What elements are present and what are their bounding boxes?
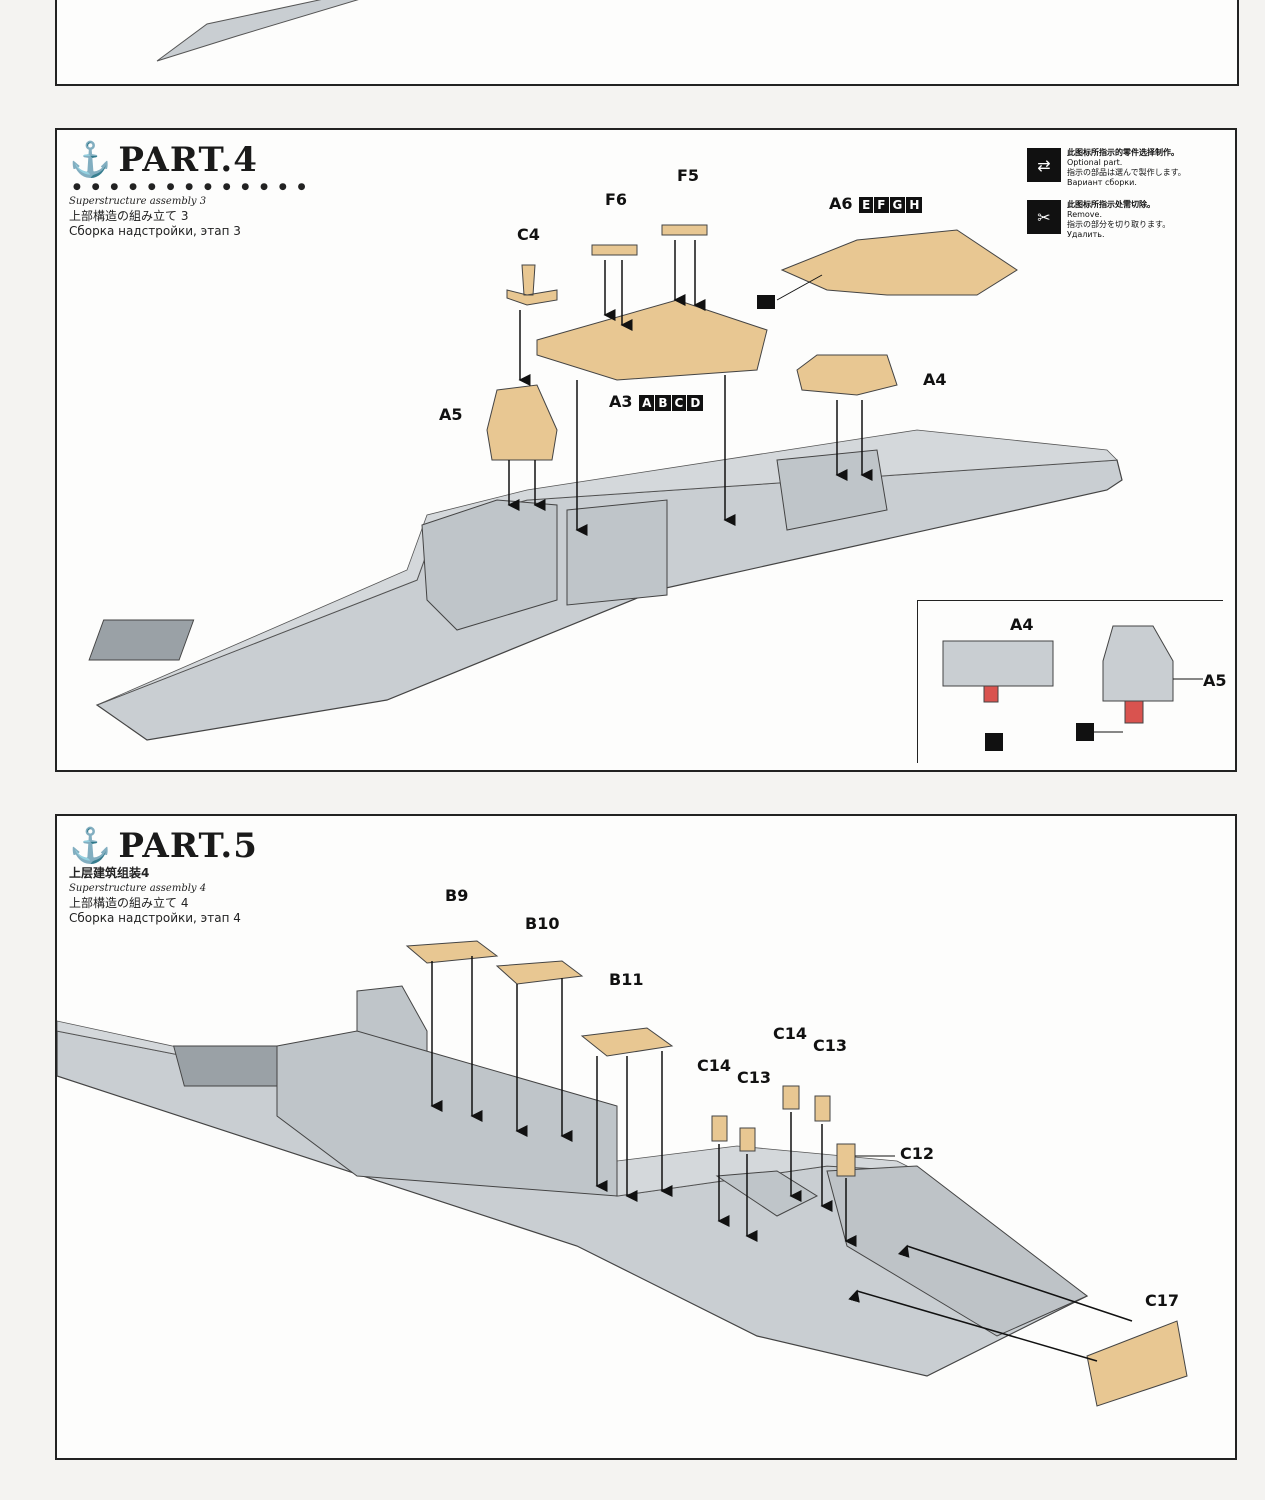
superstructure-mid xyxy=(276,1030,618,1197)
part5-subtitle-jp: 上部構造の組み立て 4 xyxy=(69,896,189,910)
vls-grid-part5 xyxy=(172,1045,295,1087)
optional-marker xyxy=(757,295,775,309)
label-f5: F5 xyxy=(677,166,700,185)
legend-optional: ⇄ 此图标所指示的零件选择制作。 Optional part. 指示の部品は選ん… xyxy=(1027,148,1227,188)
part4-subtitle-jp: 上部構造の組み立て 3 xyxy=(69,209,189,223)
part-b10 xyxy=(495,960,584,985)
legend-remove-jp: 指示の部分を切り取ります。 xyxy=(1067,220,1171,229)
inset-label-a4: A4 xyxy=(1010,615,1034,634)
label-a4: A4 xyxy=(923,370,947,389)
inset-a4-cut xyxy=(983,685,999,703)
label-b11: B11 xyxy=(609,970,644,989)
part-c13b xyxy=(814,1095,831,1122)
part-b11 xyxy=(580,1027,674,1057)
label-c13a: C13 xyxy=(737,1068,772,1087)
part5-subtitle-ru: Сборка надстройки, этап 4 xyxy=(69,911,241,925)
part5-drawing xyxy=(57,940,1188,1407)
label-a5: A5 xyxy=(439,405,463,424)
part-a5 xyxy=(486,384,558,461)
detail-inset: A4 A5 xyxy=(917,600,1227,763)
part-a4 xyxy=(796,354,898,396)
label-c17: C17 xyxy=(1145,1291,1180,1310)
part-c17 xyxy=(1086,1320,1188,1407)
part-c14a xyxy=(711,1115,728,1142)
optional-arrows-icon: ⇄ xyxy=(1027,148,1061,182)
inset-a4-part xyxy=(942,640,1054,687)
mid-block xyxy=(566,499,668,606)
inset-a5-cut xyxy=(1124,700,1144,724)
anchor-icon: ⚓ xyxy=(69,826,113,866)
part-c14b xyxy=(782,1085,800,1110)
opt-e: E xyxy=(859,197,874,213)
legend-optional-en: Optional part. xyxy=(1067,158,1123,167)
opt-g: G xyxy=(889,197,906,213)
legend-optional-cn: 此图标所指示的零件选择制作。 xyxy=(1067,148,1179,157)
part5-subtitle-en: Superstructure assembly 4 xyxy=(69,883,207,894)
stern-deck xyxy=(826,1165,1088,1337)
label-b10: B10 xyxy=(525,914,560,933)
part5-title: ⚓ PART.5 xyxy=(69,826,258,866)
legend-optional-ru: Вариант сборки. xyxy=(1067,178,1137,187)
legend: ⇄ 此图标所指示的零件选择制作。 Optional part. 指示の部品は選ん… xyxy=(1027,148,1227,252)
inset-cutter-right xyxy=(1076,723,1094,741)
part-a3 xyxy=(536,299,768,381)
vls-grid-fore xyxy=(88,619,195,661)
part4-title: ⚓ PART.4 xyxy=(69,140,309,180)
part-a6 xyxy=(780,229,1018,296)
legend-optional-jp: 指示の部品は選んで製作します。 xyxy=(1067,168,1186,177)
legend-remove: ✂ 此图标所指示处需切除。 Remove. 指示の部分を切り取ります。 Удал… xyxy=(1027,200,1227,240)
dots-divider: ● ● ● ● ● ● ● ● ● ● ● ● ● xyxy=(73,182,310,192)
part5-panel: ⚓ PART.5 上层建筑组装4 Superstructure assembly… xyxy=(55,814,1237,1460)
opt-b: B xyxy=(655,395,671,411)
label-c12: C12 xyxy=(900,1144,935,1163)
part-c4 xyxy=(506,264,558,306)
part5-header: ⚓ PART.5 上层建筑组装4 Superstructure assembly… xyxy=(69,826,258,926)
label-a3-text: A3 xyxy=(609,392,633,411)
label-c4: C4 xyxy=(517,225,540,244)
leader-a6 xyxy=(776,274,823,301)
inset-a5-part xyxy=(1102,625,1174,702)
part4-header: ⚓ PART.4 ● ● ● ● ● ● ● ● ● ● ● ● ● Super… xyxy=(69,140,309,239)
previous-hull-bow xyxy=(156,0,359,62)
label-c14a: C14 xyxy=(697,1056,732,1075)
opt-f: F xyxy=(874,197,889,213)
cutter-icon: ✂ xyxy=(1027,200,1061,234)
legend-remove-cn: 此图标所指示处需切除。 xyxy=(1067,200,1155,209)
arrow-c17-2 xyxy=(848,1289,1098,1362)
previous-part-panel xyxy=(55,0,1239,86)
superstructure-aft xyxy=(715,1170,819,1217)
label-c14b: C14 xyxy=(773,1024,808,1043)
label-a6-text: A6 xyxy=(829,194,853,213)
part4-panel: ⚓ PART.4 ● ● ● ● ● ● ● ● ● ● ● ● ● Super… xyxy=(55,128,1237,772)
opt-h: H xyxy=(906,197,923,213)
legend-remove-en: Remove. xyxy=(1067,210,1103,219)
part-c13a xyxy=(739,1127,756,1152)
part-f5 xyxy=(661,224,708,236)
part-c12 xyxy=(836,1143,856,1177)
anchor-icon: ⚓ xyxy=(69,140,113,180)
opt-d: D xyxy=(687,395,704,411)
legend-remove-ru: Удалить. xyxy=(1067,230,1105,239)
inset-cutter-left xyxy=(985,733,1003,751)
inset-drawing xyxy=(942,625,1203,751)
aft-block xyxy=(776,449,888,531)
part4-drawing xyxy=(88,224,1123,741)
inset-label-a5: A5 xyxy=(1203,671,1227,690)
part5-title-text: PART.5 xyxy=(118,826,258,866)
part4-subtitle-en: Superstructure assembly 3 xyxy=(69,196,207,207)
bridge-block xyxy=(421,499,558,631)
part4-title-text: PART.4 xyxy=(118,140,258,180)
part4-subtitle-ru: Сборка надстройки, этап 3 xyxy=(69,224,241,238)
part5-subtitle-cn: 上层建筑组装4 xyxy=(69,866,150,880)
arrow-c17-1 xyxy=(897,1244,1133,1322)
opt-c: C xyxy=(671,395,687,411)
part-b9 xyxy=(405,940,499,964)
label-f6: F6 xyxy=(605,190,628,209)
opt-a: A xyxy=(639,395,655,411)
part-f6 xyxy=(591,244,638,256)
label-b9: B9 xyxy=(445,886,469,905)
label-c13b: C13 xyxy=(813,1036,848,1055)
